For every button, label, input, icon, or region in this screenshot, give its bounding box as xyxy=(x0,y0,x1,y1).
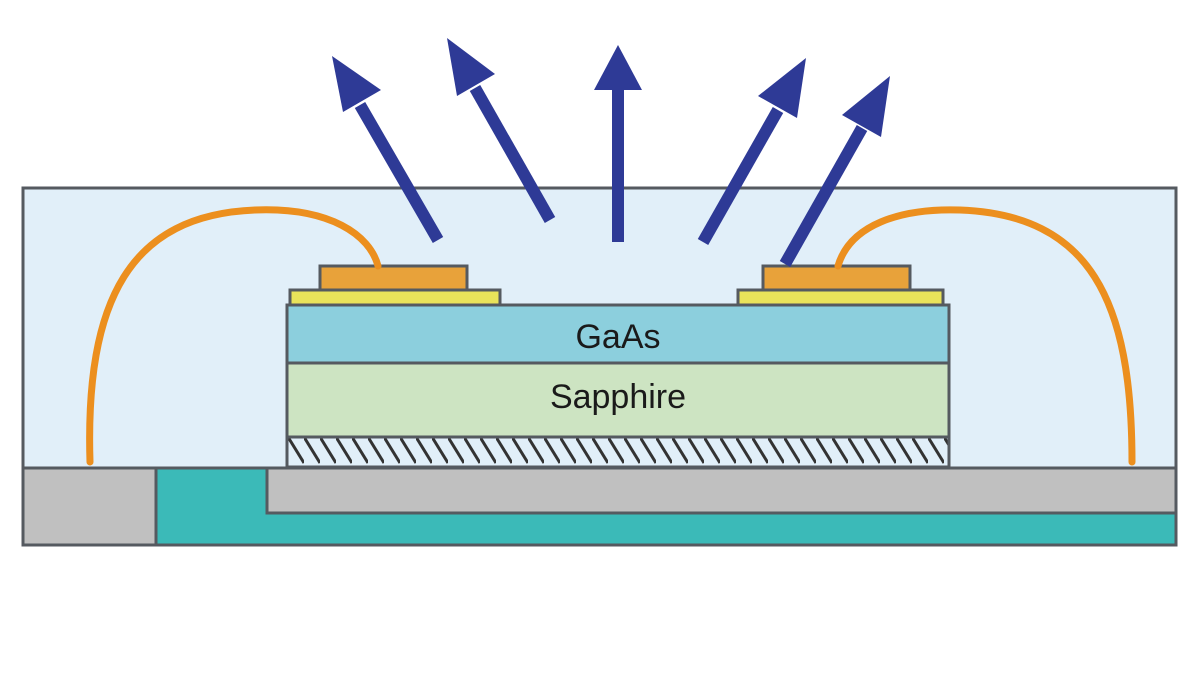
sapphire-layer xyxy=(285,361,951,439)
emission-arrow-3 xyxy=(594,45,642,242)
right-bond-wire xyxy=(834,206,1136,466)
gaas-layer xyxy=(285,303,951,365)
gaas-label: GaAs xyxy=(575,318,660,356)
die-attach-layer xyxy=(285,435,951,469)
left-contact-pad xyxy=(318,264,469,292)
right-lead-frame xyxy=(265,466,1178,515)
left-contact-base xyxy=(288,288,502,307)
emission-arrow-4 xyxy=(697,58,806,245)
right-contact-pad xyxy=(761,264,912,292)
emission-arrow-5 xyxy=(779,76,890,267)
light-emission-arrows xyxy=(332,38,890,267)
emission-arrow-2 xyxy=(447,38,556,223)
left-bond-wire xyxy=(86,206,382,466)
right-contact-base xyxy=(736,288,945,307)
left-lead-frame xyxy=(21,466,158,547)
sapphire-label: Sapphire xyxy=(550,378,686,416)
emission-arrow-1 xyxy=(332,56,444,244)
